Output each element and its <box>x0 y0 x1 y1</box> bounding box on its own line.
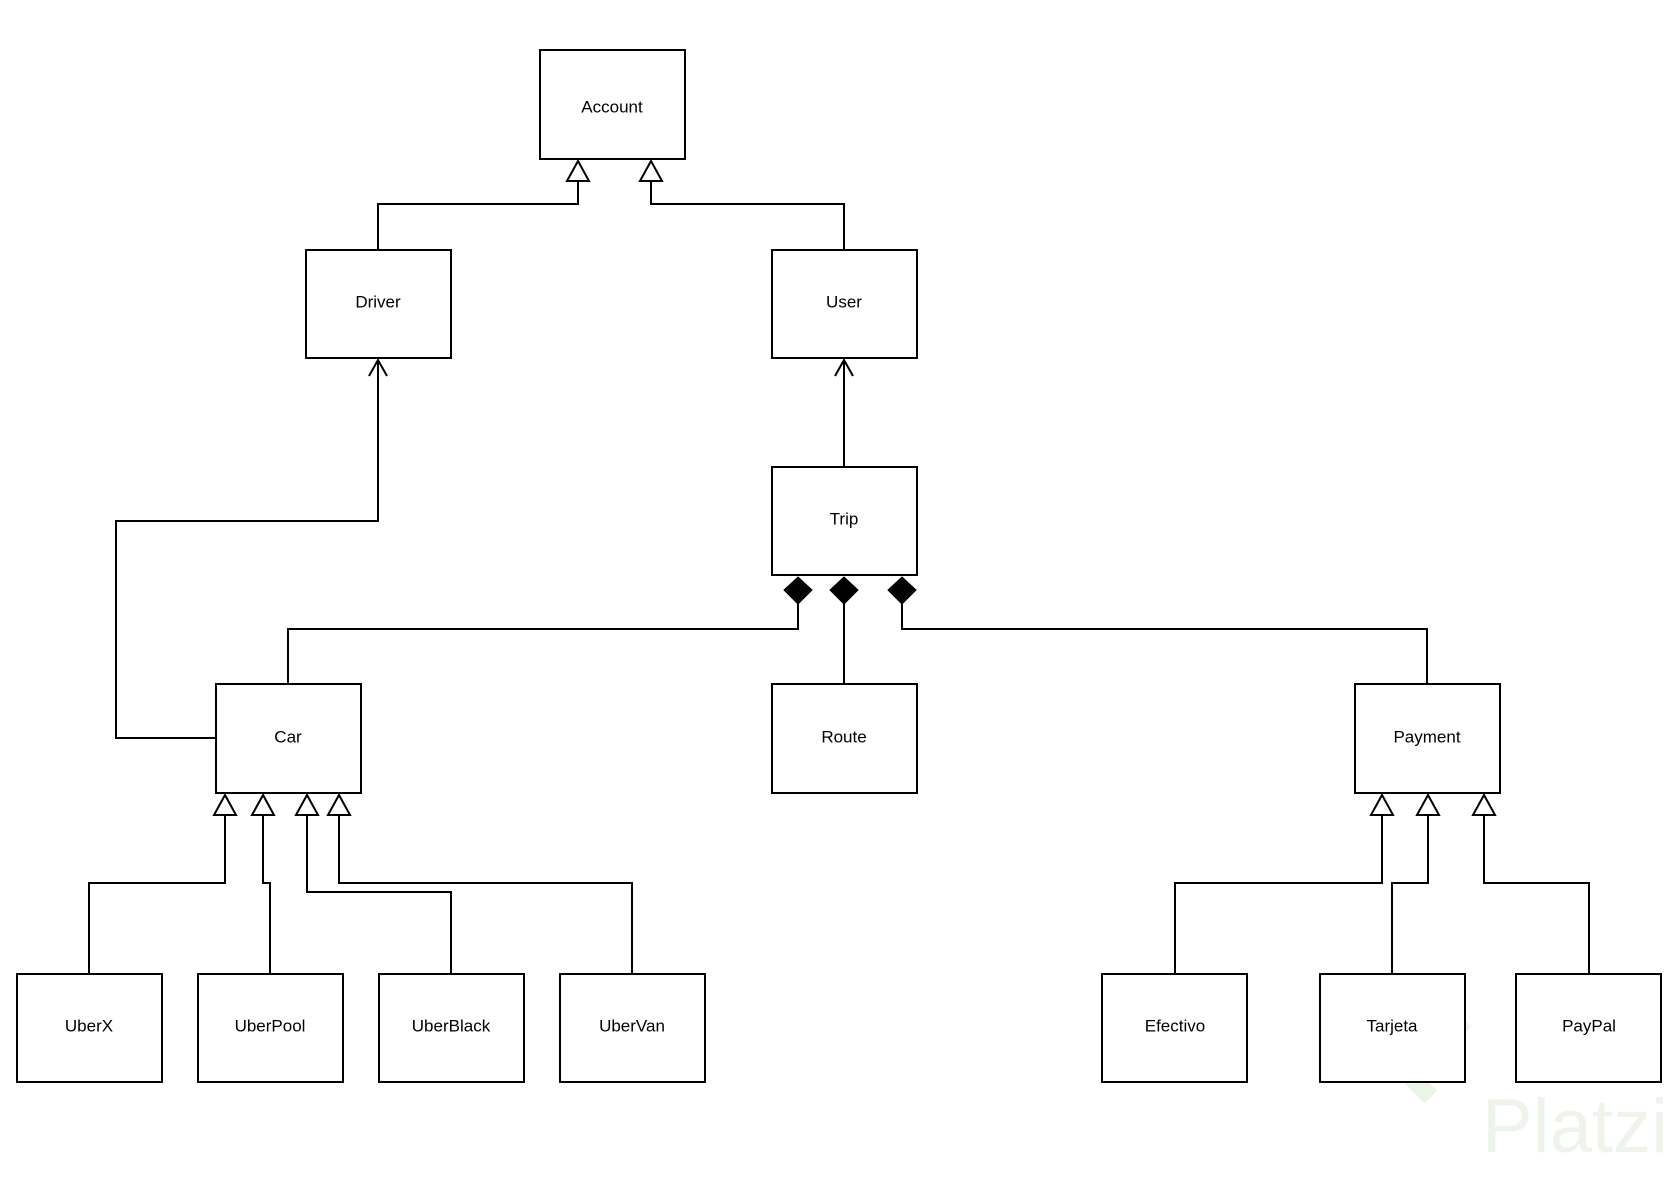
class-efectivo[interactable]: Efectivo <box>1101 973 1248 1083</box>
composition-diamond-payment-trip <box>887 576 917 605</box>
class-uberpool-box <box>197 973 344 1083</box>
class-tarjeta[interactable]: Tarjeta <box>1319 973 1466 1083</box>
class-car-label: Car <box>274 727 302 746</box>
watermark-text: Platzi <box>1482 1084 1668 1169</box>
class-payment-box <box>1354 683 1501 794</box>
class-uberblack[interactable]: UberBlack <box>378 973 525 1083</box>
generalization-arrow-driver-account <box>565 158 591 182</box>
generalization-arrow-ubervan-car <box>326 792 352 816</box>
class-paypal-label: PayPal <box>1562 1016 1616 1035</box>
connectors <box>88 158 1590 974</box>
class-driver-label: Driver <box>355 292 401 311</box>
class-tarjeta-label: Tarjeta <box>1366 1016 1418 1035</box>
generalization-line-tarjeta-payment <box>1391 815 1429 974</box>
class-paypal-box <box>1515 973 1662 1083</box>
class-uberx-box <box>16 973 163 1083</box>
generalization-line-driver-account <box>377 181 579 250</box>
composition-diamond-route-trip <box>829 576 859 605</box>
class-trip-label: Trip <box>830 509 859 528</box>
composition-line-car-trip <box>287 604 799 684</box>
class-account-box <box>539 49 686 160</box>
generalization-line-uberpool-car <box>262 815 271 974</box>
class-account-label: Account <box>581 97 643 116</box>
association-arrow-trip-user <box>834 357 854 377</box>
class-account[interactable]: Account <box>539 49 686 160</box>
class-uberpool[interactable]: UberPool <box>197 973 344 1083</box>
class-payment[interactable]: Payment <box>1354 683 1501 794</box>
generalization-arrow-tarjeta-payment <box>1415 792 1441 816</box>
generalization-arrow-uberpool-car <box>250 792 276 816</box>
generalization-line-efectivo-payment <box>1174 815 1383 974</box>
class-uberblack-label: UberBlack <box>412 1016 491 1035</box>
class-car-box <box>215 683 362 794</box>
class-user-label: User <box>826 292 862 311</box>
class-trip[interactable]: Trip <box>771 466 918 576</box>
generalization-arrow-efectivo-payment <box>1369 792 1395 816</box>
class-ubervan[interactable]: UberVan <box>559 973 706 1083</box>
generalization-arrow-user-account <box>638 158 664 182</box>
class-ubervan-box <box>559 973 706 1083</box>
class-payment-label: Payment <box>1393 727 1460 746</box>
generalization-line-user-account <box>650 181 845 250</box>
class-uberpool-label: UberPool <box>235 1016 306 1035</box>
generalization-arrow-uberx-car <box>212 792 238 816</box>
composition-diamond-car-trip <box>783 576 813 605</box>
generalization-arrow-uberblack-car <box>294 792 320 816</box>
class-route-box <box>771 683 918 794</box>
generalization-line-uberx-car <box>88 815 226 974</box>
composition-line-payment-trip <box>901 604 1428 684</box>
generalization-line-ubervan-car <box>338 815 633 974</box>
class-user[interactable]: User <box>771 249 918 359</box>
class-car[interactable]: Car <box>215 683 362 794</box>
class-efectivo-label: Efectivo <box>1145 1016 1205 1035</box>
class-ubervan-label: UberVan <box>599 1016 665 1035</box>
generalization-line-paypal-payment <box>1483 815 1590 974</box>
class-tarjeta-box <box>1319 973 1466 1083</box>
class-driver[interactable]: Driver <box>305 249 452 359</box>
class-user-box <box>771 249 918 359</box>
class-route[interactable]: Route <box>771 683 918 794</box>
class-driver-box <box>305 249 452 359</box>
class-uberblack-box <box>378 973 525 1083</box>
association-line-car-driver <box>115 360 379 739</box>
class-trip-box <box>771 466 918 576</box>
class-paypal[interactable]: PayPal <box>1515 973 1662 1083</box>
generalization-arrow-paypal-payment <box>1471 792 1497 816</box>
class-efectivo-box <box>1101 973 1248 1083</box>
class-route-label: Route <box>821 727 866 746</box>
generalization-line-uberblack-car <box>306 815 452 974</box>
association-arrow-car-driver <box>368 357 388 377</box>
class-uberx-label: UberX <box>65 1016 113 1035</box>
class-uberx[interactable]: UberX <box>16 973 163 1083</box>
